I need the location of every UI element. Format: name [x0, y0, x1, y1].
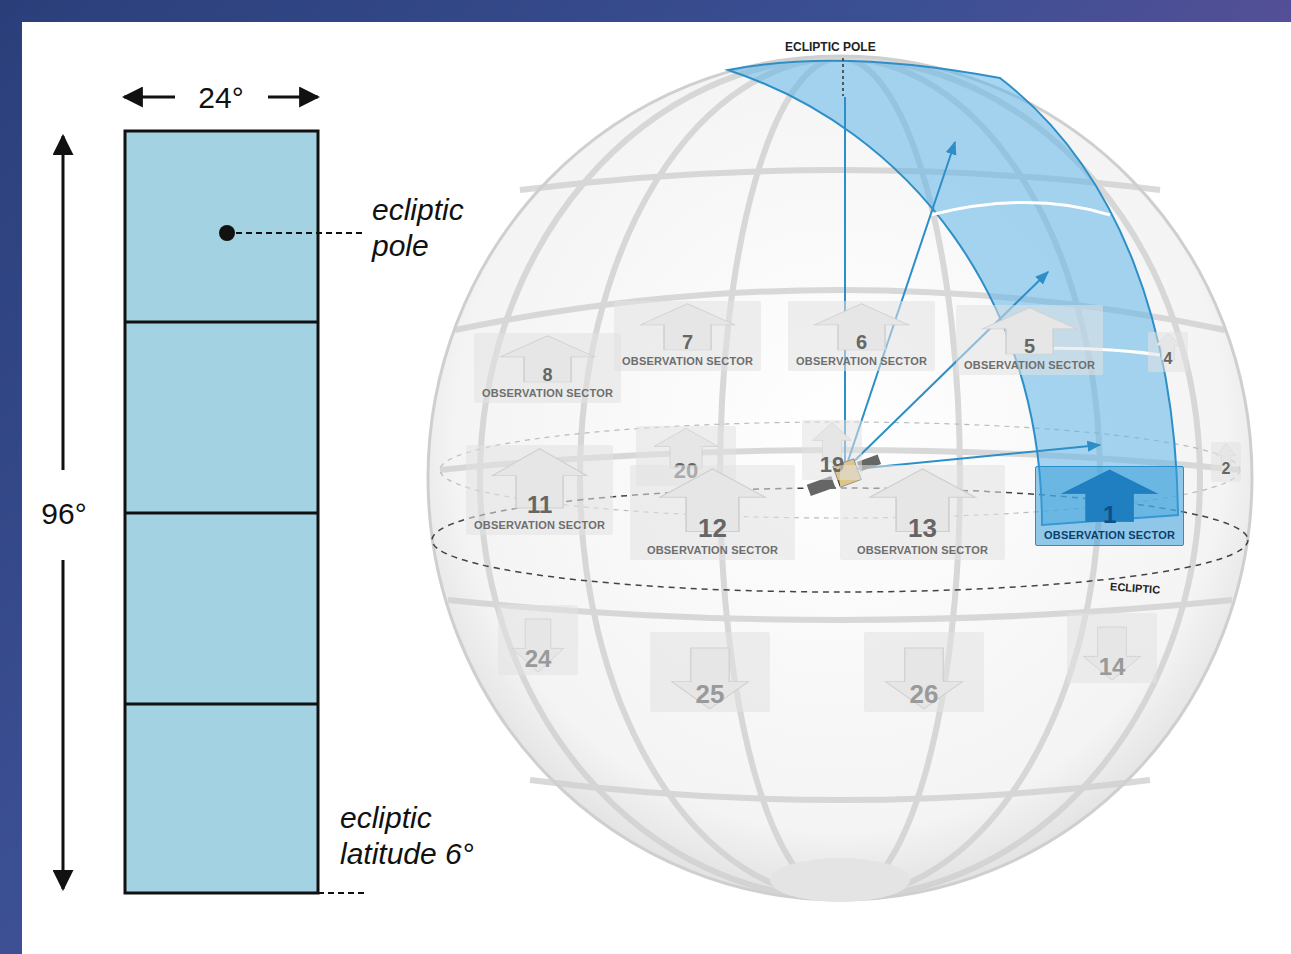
camera-strip — [728, 61, 1178, 525]
annotation-label: ECLIPTIC POLE — [785, 40, 876, 54]
sector-number: 4 — [1164, 351, 1173, 368]
observation-sector: 1OBSERVATION SECTOR — [1035, 466, 1184, 546]
sector-caption: OBSERVATION SECTOR — [796, 355, 927, 367]
sector-number: 8 — [543, 366, 553, 385]
sector-number: 25 — [696, 681, 725, 708]
observation-sector: 24 — [498, 605, 578, 675]
observation-sector: 5OBSERVATION SECTOR — [956, 305, 1103, 375]
observation-sector: 2 — [1211, 442, 1241, 482]
sector-caption: OBSERVATION SECTOR — [474, 519, 605, 531]
sector-number: 11 — [527, 492, 552, 517]
sector-caption: OBSERVATION SECTOR — [647, 544, 778, 556]
view-arrows — [845, 97, 1100, 470]
sector-number: 24 — [525, 646, 552, 671]
annotation-label: ecliptic latitude 6° — [340, 800, 530, 872]
sector-number: 1 — [1103, 502, 1116, 527]
sector-number: 5 — [1024, 336, 1035, 357]
observation-sector: 4 — [1148, 332, 1188, 372]
sector-caption: OBSERVATION SECTOR — [1044, 529, 1175, 541]
observation-sector: 26 — [864, 632, 984, 712]
observation-sector: 6OBSERVATION SECTOR — [788, 301, 935, 371]
celestial-sphere — [428, 56, 1252, 902]
annotation-label: ecliptic pole — [372, 192, 492, 264]
sector-caption: OBSERVATION SECTOR — [857, 544, 988, 556]
dimension-label: 24° — [174, 80, 268, 116]
observation-sector: 11OBSERVATION SECTOR — [466, 445, 613, 535]
sector-column — [63, 97, 368, 893]
observation-sector: 8OBSERVATION SECTOR — [474, 333, 621, 403]
observation-sector: 13OBSERVATION SECTOR — [840, 465, 1005, 560]
sector-number: 14 — [1099, 654, 1126, 679]
sector-number: 6 — [856, 332, 867, 353]
sector-number: 2 — [1222, 461, 1231, 478]
observation-sector: 7OBSERVATION SECTOR — [614, 301, 761, 371]
sector-caption: OBSERVATION SECTOR — [964, 359, 1095, 371]
dimension-label: 96° — [40, 496, 88, 532]
observation-sector: 25 — [650, 632, 770, 712]
sector-number: 26 — [910, 681, 939, 708]
sector-caption: OBSERVATION SECTOR — [482, 387, 613, 399]
sector-number: 13 — [908, 515, 937, 542]
sector-number: 12 — [698, 515, 727, 542]
sector-number: 7 — [682, 332, 693, 353]
sector-caption: OBSERVATION SECTOR — [622, 355, 753, 367]
observation-sector: 14 — [1067, 613, 1157, 683]
observation-sector: 12OBSERVATION SECTOR — [630, 465, 795, 560]
